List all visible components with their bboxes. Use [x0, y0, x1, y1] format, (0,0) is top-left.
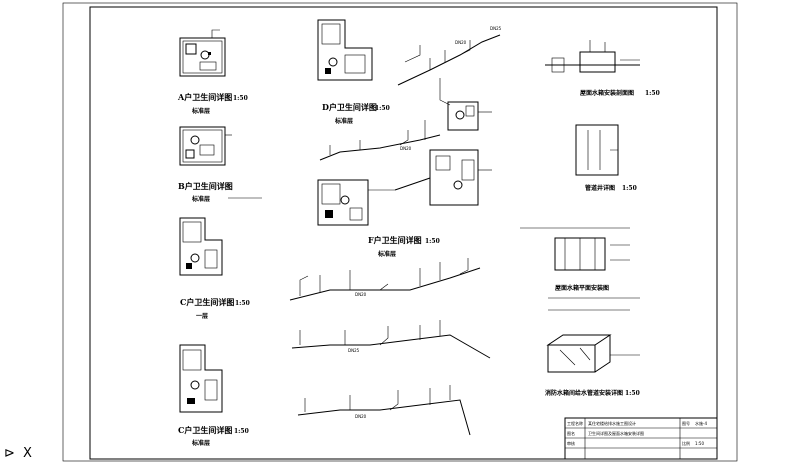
roof-tank-plan-title: 屋面水箱平面安装图: [555, 284, 609, 292]
c2-title: C户卫生间详图: [178, 425, 232, 435]
d-scale: 1:50: [375, 105, 390, 112]
title-row3-label: 审核: [567, 440, 575, 446]
title-row1-label: 工程名称: [567, 420, 583, 426]
c2-floor: 标准层: [191, 439, 210, 447]
a-floor: 标准层: [191, 107, 210, 115]
f-floor: 标准层: [377, 250, 396, 258]
pipe-shaft-title: 管道井详图: [585, 184, 615, 192]
a-scale: 1:50: [233, 95, 248, 102]
pipe-shaft-detail: [575, 124, 619, 176]
b-title: B户卫生间详图: [178, 181, 233, 191]
svg-text:DN20: DN20: [400, 146, 412, 151]
f-piping-isometric-1: DN20: [289, 258, 481, 301]
roof-tank-section-title: 屋面水箱安装剖面图: [580, 89, 634, 97]
roof-tank-section: [545, 40, 640, 73]
c-title: C户卫生间详图: [180, 297, 234, 307]
scale-value: 1:50: [695, 441, 704, 446]
f-title: F户卫生间详图: [368, 235, 422, 245]
f-bathroom-plan-2: [394, 149, 492, 206]
d-piping-isometric-2: DN20: [319, 120, 441, 161]
fire-tank-room-iso: [546, 334, 640, 373]
svg-text:DN25: DN25: [348, 348, 360, 353]
a-bathroom-plan: [179, 29, 226, 77]
roof-tank-section-scale: 1:50: [645, 90, 660, 97]
f-piping-isometric-2: DN25: [291, 320, 491, 359]
d-piping-isometric: DN20 DN25: [397, 26, 502, 106]
c2-scale: 1:50: [234, 428, 249, 435]
c2-bathroom-plan: [179, 344, 223, 413]
title-row1-value: 某住宅楼给排水施工图设计: [588, 420, 636, 426]
d-bathroom-plan: [317, 19, 373, 81]
title-row2-value: 卫生间详图及屋面水箱安装详图: [588, 430, 644, 436]
c-scale: 1:50: [235, 300, 250, 307]
roof-tank-plan: [520, 227, 630, 271]
fire-tank-room-title: 消防水箱间给水管道安装详图: [545, 389, 623, 397]
d-title: D户卫生间详图: [322, 102, 377, 112]
d-bathroom-plan-2: [447, 101, 492, 131]
svg-text:DN20: DN20: [355, 414, 367, 419]
pipe-shaft-scale: 1:50: [622, 185, 637, 192]
ucs-axis-icon: ⊳ X: [4, 446, 34, 461]
fire-tank-room-scale: 1:50: [625, 390, 640, 397]
outer-border: [62, 2, 738, 462]
title-row2-label: 图名: [567, 430, 575, 436]
c-floor: 一层: [196, 312, 208, 320]
svg-text:DN25: DN25: [490, 26, 502, 31]
svg-text:DN20: DN20: [355, 292, 367, 297]
drawing-no-label: 图号: [682, 420, 690, 426]
svg-text:DN20: DN20: [455, 40, 467, 45]
f-piping-isometric-3: DN20: [297, 385, 471, 436]
d-floor: 标准层: [334, 117, 353, 125]
c-bathroom-plan: [179, 217, 223, 276]
drawing-no-value: 水施-4: [695, 420, 707, 426]
scale-label: 比例: [682, 440, 690, 446]
f-bathroom-plan: [317, 179, 395, 226]
f-scale: 1:50: [425, 238, 440, 245]
a-title: A户卫生间详图: [177, 92, 232, 102]
b-bathroom-plan: [179, 126, 232, 166]
inner-frame: [89, 6, 718, 460]
title-block: [564, 417, 718, 460]
b-floor: 标准层: [191, 195, 210, 203]
